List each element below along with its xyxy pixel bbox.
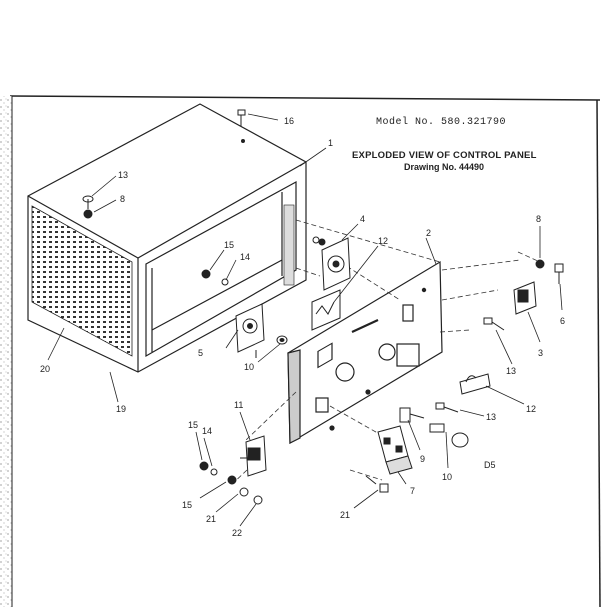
callout-8: 8: [120, 194, 125, 204]
bracket-12: [459, 373, 491, 395]
washer-10: [276, 335, 288, 345]
model-number: Model No. 580.321790: [376, 117, 507, 128]
callout-12: 12: [378, 236, 388, 246]
callout-22: 22: [232, 528, 242, 538]
callout-7: 7: [410, 486, 415, 496]
callout-15: 15: [182, 500, 192, 510]
diagram-code: D5: [484, 460, 496, 470]
callout-15: 15: [188, 420, 198, 430]
callout-5: 5: [198, 348, 203, 358]
receptacle-11: [240, 435, 267, 477]
callout-4: 4: [360, 214, 365, 224]
callout-1: 1: [328, 138, 333, 148]
callout-14: 14: [202, 426, 212, 436]
callout-19: 19: [116, 404, 126, 414]
callout-3: 3: [538, 348, 543, 358]
screw-21-bottom: [365, 475, 389, 493]
callout-13: 13: [486, 412, 496, 422]
diagram-title: EXPLODED VIEW OF CONTROL PANEL: [352, 150, 537, 161]
callout-13: 13: [506, 366, 516, 376]
control-panel-plate: [287, 260, 443, 445]
callout-21: 21: [206, 514, 216, 524]
receptacle-5: [235, 303, 265, 358]
callout-9: 9: [420, 454, 425, 464]
callout-21: 21: [340, 510, 350, 520]
drawing-number: Drawing No. 44490: [404, 162, 485, 172]
callout-14: 14: [240, 252, 250, 262]
screw-13-and-washer-8: [82, 195, 94, 219]
hardware-lower-left: [199, 461, 263, 505]
callout-20: 20: [40, 364, 50, 374]
nut-15-washer-14: [201, 269, 229, 286]
washer-8-screw-6: [535, 259, 564, 284]
receptacle-4: [312, 236, 351, 291]
callout-labels: 16 1 13 8 4 2 12 15 14 8 6 3 13 5 10 20 …: [40, 116, 565, 538]
screw-13-lower: [435, 402, 459, 413]
callout-6: 6: [560, 316, 565, 326]
scan-border: [0, 95, 601, 608]
callout-10: 10: [442, 472, 452, 482]
screw-16: [237, 109, 246, 143]
callout-8: 8: [536, 214, 541, 224]
callout-13: 13: [118, 170, 128, 180]
callout-10: 10: [244, 362, 254, 372]
callout-15: 15: [224, 240, 234, 250]
cover-plate-12: [311, 289, 341, 331]
callout-11: 11: [234, 400, 243, 410]
callout-12: 12: [526, 404, 536, 414]
fuse-holder-9-cap-10: [399, 407, 469, 448]
receptacle-7: [377, 425, 413, 475]
control-panel-housing: [27, 103, 307, 373]
callout-leaders: [47, 113, 563, 527]
callout-2: 2: [426, 228, 431, 238]
screw-13-right: [483, 317, 505, 331]
callout-16: 16: [284, 116, 294, 126]
switch-3: [513, 281, 537, 315]
